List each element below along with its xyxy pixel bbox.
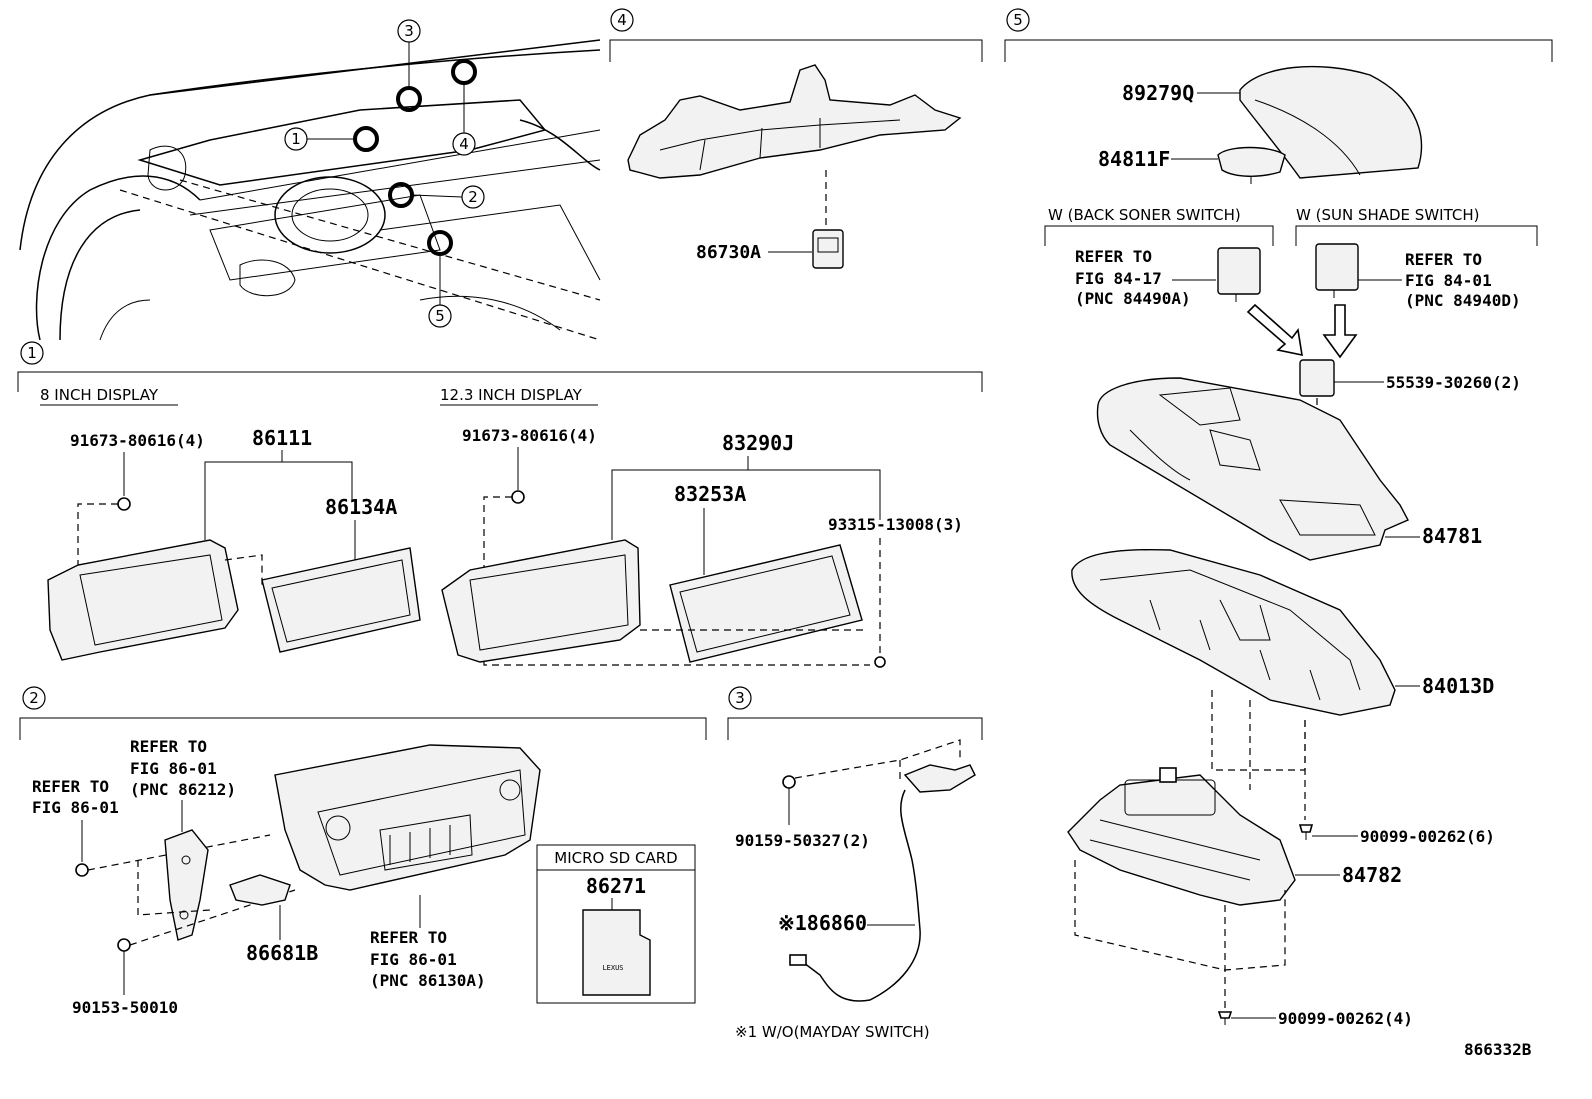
overview-callout-3: 3	[404, 22, 414, 40]
refer-right-line2: FIG 84-01	[1405, 271, 1492, 290]
refer-bracket-line2: FIG 86-01	[130, 759, 217, 778]
sd-card-title: MICRO SD CARD	[554, 849, 677, 867]
refer-left-line3: (PNC 84490A)	[1075, 289, 1191, 308]
display8-unit-illustration	[47, 539, 239, 661]
bracket-illustration	[164, 829, 209, 941]
microphone-illustration	[903, 764, 976, 793]
screw-left-illustration	[75, 863, 89, 877]
sun-shade-switch-illustration	[1315, 243, 1359, 291]
refer-right-line1: REFER TO	[1405, 250, 1482, 269]
display8-panel-illustration	[261, 547, 421, 653]
part-89279Q-label: 89279Q	[1122, 81, 1194, 105]
refer-unit-line2: FIG 86-01	[370, 950, 457, 969]
part-84781-label: 84781	[1422, 524, 1482, 548]
sd-card-box	[536, 844, 696, 1004]
screw-top-illustration	[1298, 824, 1314, 833]
overhead-console-illustration	[627, 64, 962, 179]
refer-bracket-line1: REFER TO	[130, 737, 207, 756]
section-4: 4 86730A	[609, 8, 983, 269]
bolt-90159-illustration	[782, 775, 796, 789]
knob-84811F-illustration	[1217, 146, 1286, 177]
display8-panel-label: 86134A	[325, 495, 397, 519]
overview-callout-1: 1	[291, 130, 301, 148]
refer-left-line1: REFER TO	[1075, 247, 1152, 266]
armrest-lid-illustration	[1239, 65, 1423, 179]
screw-bottom-illustration	[1217, 1011, 1233, 1019]
part-84013D-label: 84013D	[1422, 674, 1494, 698]
display12-panel-label: 83253A	[674, 482, 746, 506]
section-1-number: 1	[27, 344, 37, 362]
section-1: 1 8 INCH DISPLAY 91673-80616(4) 86111 86…	[17, 341, 983, 668]
display12-panel-illustration	[669, 544, 863, 663]
diagram-id: 866332B	[1464, 1040, 1532, 1059]
mayday-note: ※1 W/O(MAYDAY SWITCH)	[735, 1023, 930, 1041]
refer-left-line1-s2: REFER TO	[32, 777, 109, 796]
part-55539-label: 55539-30260(2)	[1386, 373, 1521, 392]
sd-card-logo: LEXUS	[602, 964, 623, 972]
screw-90153-illustration	[117, 938, 131, 952]
part-86681B-illustration	[229, 874, 291, 906]
refer-left-line2-s2: FIG 86-01	[32, 798, 119, 817]
part-86730A-illustration	[812, 229, 844, 269]
overview-callout-2: 2	[468, 188, 478, 206]
arrow-left	[1246, 303, 1303, 357]
part-86681B-label: 86681B	[246, 941, 318, 965]
section-2-number: 2	[29, 689, 39, 707]
dashboard-overview: 3 4 1 2 5	[19, 19, 601, 341]
display12-assembly-label: 83290J	[722, 431, 794, 455]
refer-left-line2: FIG 84-17	[1075, 269, 1162, 288]
sd-card-illustration	[582, 909, 651, 996]
overview-callout-4: 4	[459, 135, 469, 153]
part-84782-label: 84782	[1342, 863, 1402, 887]
display8-bolt-illustration	[117, 497, 131, 511]
section-4-number: 4	[617, 11, 627, 29]
refer-unit-line1: REFER TO	[370, 928, 447, 947]
part-90153-label: 90153-50010	[72, 998, 178, 1017]
part-86860-label: ※186860	[778, 911, 867, 935]
overview-callout-5: 5	[435, 307, 445, 325]
part-90099-bottom-label: 90099-00262(4)	[1278, 1009, 1413, 1028]
console-frame-illustration	[1071, 548, 1396, 716]
audio-unit-illustration	[274, 744, 541, 891]
section-3-number: 3	[735, 689, 745, 707]
back-sonar-switch-illustration	[1217, 247, 1261, 295]
display12-bolt-illustration	[511, 490, 525, 504]
refer-unit-line3: (PNC 86130A)	[370, 971, 486, 990]
refer-right-line3: (PNC 84940D)	[1405, 291, 1521, 310]
part-90099-top-label: 90099-00262(6)	[1360, 827, 1495, 846]
switch-right-header: W (SUN SHADE SWITCH)	[1296, 206, 1479, 224]
display8-bolt-label: 91673-80616(4)	[70, 431, 205, 450]
display12-unit-illustration	[441, 539, 641, 663]
switch-55539-illustration	[1299, 359, 1335, 397]
part-86730A-label: 86730A	[696, 242, 761, 263]
display8-assembly-label: 86111	[252, 426, 312, 450]
display12-bolt-label: 91673-80616(4)	[462, 426, 597, 445]
section-2: 2 REFER TO FIG 86-01 (PNC 86212) REFER T…	[19, 686, 707, 1017]
display12-screw-illustration	[874, 656, 886, 668]
part-84811F-label: 84811F	[1098, 147, 1170, 171]
arrow-right	[1322, 304, 1358, 359]
part-90159-label: 90159-50327(2)	[735, 831, 870, 850]
display12-header: 12.3 INCH DISPLAY	[440, 386, 583, 404]
switch-left-header: W (BACK SONER SWITCH)	[1048, 206, 1241, 224]
section-3: 3 90159-50327(2) ※186860 ※1 W/O(MAYDAY S…	[727, 686, 983, 1041]
section-5: 5 89279Q 84811F W (BACK SONER SWITCH) W …	[1004, 8, 1553, 1028]
refer-bracket-line3: (PNC 86212)	[130, 780, 236, 799]
sd-card-part-label: 86271	[586, 874, 646, 898]
display8-header: 8 INCH DISPLAY	[40, 386, 159, 404]
section-5-number: 5	[1013, 11, 1023, 29]
display12-screw-label: 93315-13008(3)	[828, 515, 963, 534]
